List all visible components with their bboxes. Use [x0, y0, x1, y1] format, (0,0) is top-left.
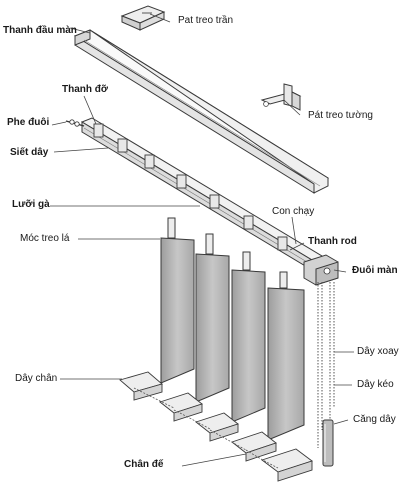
label-cord-tensioner: Căng dây	[353, 414, 396, 425]
control-cords	[317, 282, 335, 448]
vane-3	[231, 251, 266, 423]
label-tail-pin: Phe đuôi	[7, 117, 50, 128]
label-end-cap: Đuôi màn	[352, 265, 398, 276]
label-support-bar: Thanh đỡ	[62, 84, 108, 95]
wall-bracket	[260, 83, 302, 111]
label-headrail: Thanh đầu màn	[3, 25, 77, 36]
track-assembly	[65, 117, 339, 286]
vane-2	[195, 233, 230, 403]
label-ceiling-bracket: Pat treo trần	[178, 15, 234, 26]
label-rod: Thanh rod	[308, 236, 357, 247]
cord-tensioner	[322, 419, 334, 467]
headrail	[73, 29, 330, 194]
bottom-chain	[133, 387, 279, 469]
label-pull-cord: Dây kéo	[357, 379, 394, 390]
label-latch: Lưỡi gà	[12, 199, 50, 210]
ceiling-bracket	[120, 5, 166, 31]
vane-4	[267, 271, 305, 441]
label-tilt-cord: Dây xoay	[357, 346, 399, 357]
label-vane-hook: Móc treo lá	[20, 233, 70, 244]
label-carrier: Con chạy	[272, 206, 315, 217]
label-wall-bracket: Pát treo tường	[308, 110, 373, 121]
vane-1	[160, 217, 195, 384]
label-bottom-chain: Dây chân	[15, 373, 58, 384]
vanes	[160, 217, 305, 441]
leader-lines	[50, 13, 354, 467]
label-cord-lock: Siết dây	[10, 147, 49, 158]
label-bottom-weight: Chân đế	[124, 459, 164, 470]
